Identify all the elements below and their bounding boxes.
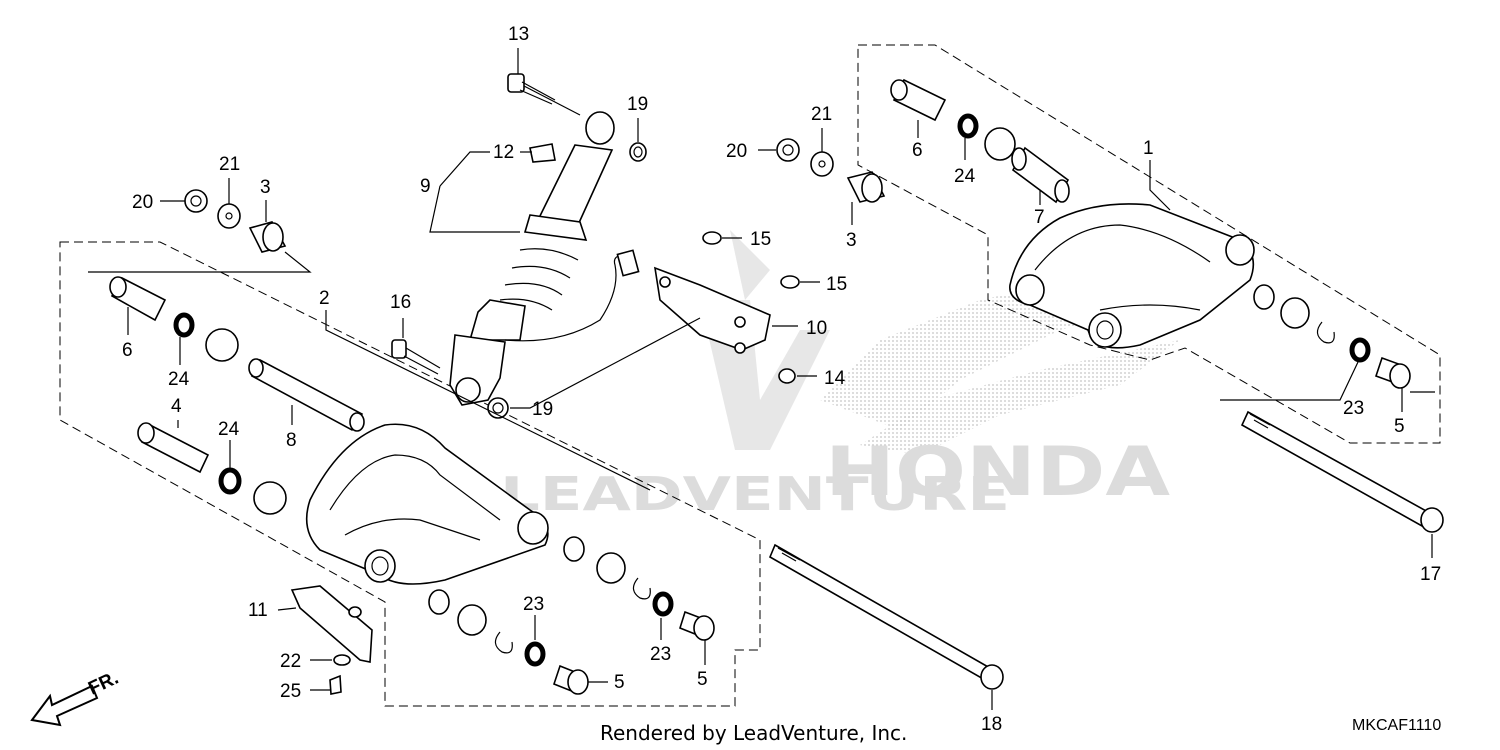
seal-left-pivot-a xyxy=(563,536,585,562)
screw-25 xyxy=(329,674,342,695)
washer-21-right xyxy=(810,151,834,177)
bearing-right-pivot xyxy=(1280,297,1310,329)
guard-plate-11 xyxy=(290,585,373,663)
nut-19-top xyxy=(629,142,647,162)
callout-23-right: 23 xyxy=(1343,398,1364,419)
shock-absorber xyxy=(449,111,640,406)
callout-5-left-a: 5 xyxy=(697,669,708,690)
callout-6-left: 6 xyxy=(122,340,133,361)
collar-5-left-b xyxy=(553,664,589,695)
bracket-10 xyxy=(653,266,771,354)
callout-13: 13 xyxy=(508,24,529,45)
leadventure-watermark-text: LEADVENTURE xyxy=(500,467,1010,521)
collar-4 xyxy=(137,422,210,474)
callout-21-right: 21 xyxy=(811,104,832,125)
callouts: 13 19 12 9 20 21 3 2 6 24 16 19 4 24 8 1… xyxy=(122,24,1441,735)
washer-22 xyxy=(333,654,351,666)
pivot-bolt-17 xyxy=(1240,410,1444,533)
callout-19-bottom: 19 xyxy=(532,399,553,420)
clip-left-pivot-b xyxy=(494,631,513,654)
callout-20-left: 20 xyxy=(132,192,153,213)
callout-5-left-b: 5 xyxy=(614,672,625,693)
callout-3-left: 3 xyxy=(260,177,271,198)
bearing-left-upper xyxy=(205,328,239,362)
nut-20-right xyxy=(776,138,800,162)
leader-lines xyxy=(88,48,1435,710)
screw-15-lower xyxy=(780,275,800,289)
callout-21-left: 21 xyxy=(219,154,240,175)
callout-24-left-upper: 24 xyxy=(168,369,190,390)
callout-9: 9 xyxy=(420,176,431,197)
callout-22: 22 xyxy=(280,651,301,672)
right-swingarm xyxy=(1009,203,1255,349)
collar-5-left-a xyxy=(679,610,715,641)
callout-24-left-lower: 24 xyxy=(218,419,240,440)
collar-6-left xyxy=(109,276,167,322)
callout-18: 18 xyxy=(981,714,1002,735)
seal-24-left-upper xyxy=(173,312,195,338)
callout-5-right: 5 xyxy=(1394,416,1405,437)
seal-24-right xyxy=(957,113,979,139)
clip-right-pivot xyxy=(1316,321,1335,344)
collar-6-right xyxy=(890,78,947,122)
callout-23-left-b: 23 xyxy=(523,594,544,615)
clip-left-pivot-a xyxy=(632,577,651,600)
callout-12: 12 xyxy=(493,142,514,163)
callout-20-right: 20 xyxy=(726,141,747,162)
seal-23-left-a xyxy=(652,591,674,617)
left-swingarm xyxy=(305,423,549,585)
honda-watermark-text: HONDA xyxy=(825,433,1170,512)
callout-15-upper: 15 xyxy=(750,229,771,250)
seal-23-left-b xyxy=(524,641,546,667)
shaft-7 xyxy=(1011,146,1070,204)
pivot-bolt-18 xyxy=(768,543,1004,690)
front-arrow-icon: FR. xyxy=(30,668,122,727)
callout-8: 8 xyxy=(286,430,297,451)
callout-7: 7 xyxy=(1034,207,1045,228)
footer-credit: Rendered by LeadVenture, Inc. xyxy=(600,721,907,745)
callout-14: 14 xyxy=(824,368,846,389)
callout-10: 10 xyxy=(806,318,827,339)
bearing-left-lower xyxy=(253,481,287,515)
nut-20-left xyxy=(184,189,208,213)
screw-15-upper xyxy=(702,231,722,245)
callout-23-left-a: 23 xyxy=(650,644,671,665)
seal-right-pivot xyxy=(1253,284,1275,310)
bolt-16 xyxy=(391,339,441,375)
bearing-left-pivot-b xyxy=(457,604,487,636)
callout-25: 25 xyxy=(280,681,301,702)
seal-24-left-lower xyxy=(218,467,242,495)
bolt-13 xyxy=(507,73,581,116)
bearing-right xyxy=(984,127,1016,161)
callout-6-right: 6 xyxy=(912,140,923,161)
diagram-code: MKCAF1110 xyxy=(1352,717,1441,734)
collar-5-right xyxy=(1374,356,1411,389)
callout-17: 17 xyxy=(1420,564,1441,585)
callout-24-right: 24 xyxy=(954,166,976,187)
callout-15-lower: 15 xyxy=(826,274,847,295)
washer-21-left xyxy=(217,203,241,229)
callout-2: 2 xyxy=(319,288,330,309)
callout-4: 4 xyxy=(171,396,182,417)
seal-23-right xyxy=(1349,337,1371,363)
nut-14 xyxy=(778,368,796,384)
collar-3-left xyxy=(248,221,287,253)
shaft-8 xyxy=(248,358,365,432)
callout-19-top: 19 xyxy=(627,94,648,115)
seal-left-pivot-b xyxy=(428,589,450,615)
collar-3-right xyxy=(846,171,886,203)
callout-3-right: 3 xyxy=(846,230,857,251)
callout-1: 1 xyxy=(1143,138,1154,159)
callout-11: 11 xyxy=(248,600,268,621)
right-swingarm-assembly-box xyxy=(857,44,1441,444)
callout-16: 16 xyxy=(390,292,411,313)
bearing-left-pivot-a xyxy=(596,552,626,584)
